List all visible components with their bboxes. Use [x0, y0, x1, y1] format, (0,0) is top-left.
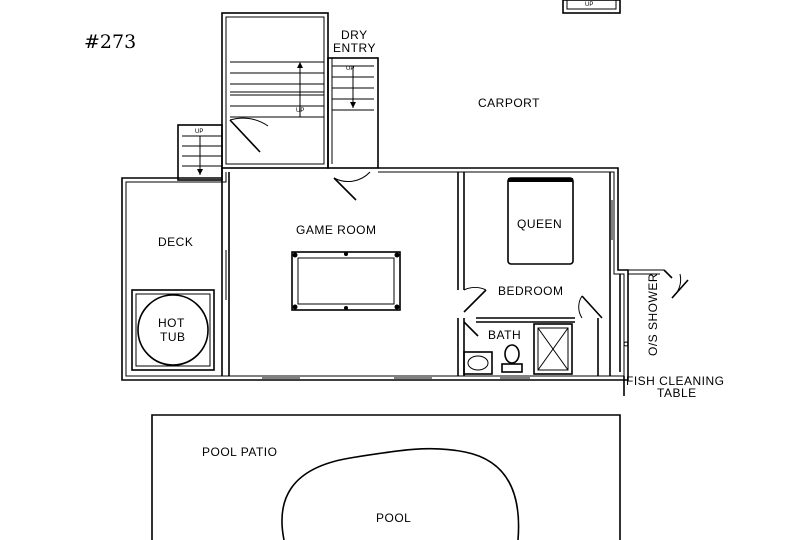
queen-label: QUEEN [517, 217, 562, 231]
dry-entry-label-line2: ENTRY [333, 41, 376, 55]
hot-tub-label-line1: HOT [158, 316, 185, 330]
dry-entry-stair: UP [327, 57, 379, 169]
dry-entry-up-mark: UP [346, 66, 354, 72]
carport-fixture-label: UP [585, 2, 593, 8]
deck-label: DECK [158, 235, 193, 249]
deck-stair-up-mark: UP [195, 129, 203, 135]
pool-patio [151, 414, 621, 540]
bedroom-label: BEDROOM [498, 284, 564, 298]
bath-sink [463, 351, 493, 375]
outdoor-shower [619, 269, 689, 372]
deck-stair: UP [177, 124, 223, 181]
queen-bed [507, 177, 574, 265]
bath-entry-door [463, 321, 479, 337]
pool [281, 447, 520, 540]
pool-label: POOL [376, 511, 411, 525]
fish-cleaning-label-line2: TABLE [657, 386, 697, 400]
plan-number: #273 [84, 31, 136, 53]
bath-door [578, 295, 603, 319]
bath-toilet [501, 344, 523, 373]
hot-tub-label-line2: TUB [160, 330, 186, 344]
dry-entry-label-line1: DRY [341, 28, 368, 42]
bath-shower [533, 323, 573, 375]
carport-fixture: UP [562, 0, 621, 14]
game-room-label: GAME ROOM [296, 223, 377, 237]
carport-label: CARPORT [478, 96, 540, 110]
outdoor-shower-label: O/S SHOWER [646, 273, 660, 356]
stair-tower-up-mark: UP [296, 108, 304, 114]
pool-table [291, 251, 401, 311]
fish-cleaning-label-line1: FISH CLEANING [626, 374, 725, 388]
bedroom-door [463, 287, 487, 313]
dry-entry-door [333, 171, 371, 201]
pool-patio-label: POOL PATIO [202, 445, 277, 459]
bath-label: BATH [488, 328, 521, 342]
stair-tower: UP [221, 12, 329, 169]
hot-tub [131, 289, 215, 371]
